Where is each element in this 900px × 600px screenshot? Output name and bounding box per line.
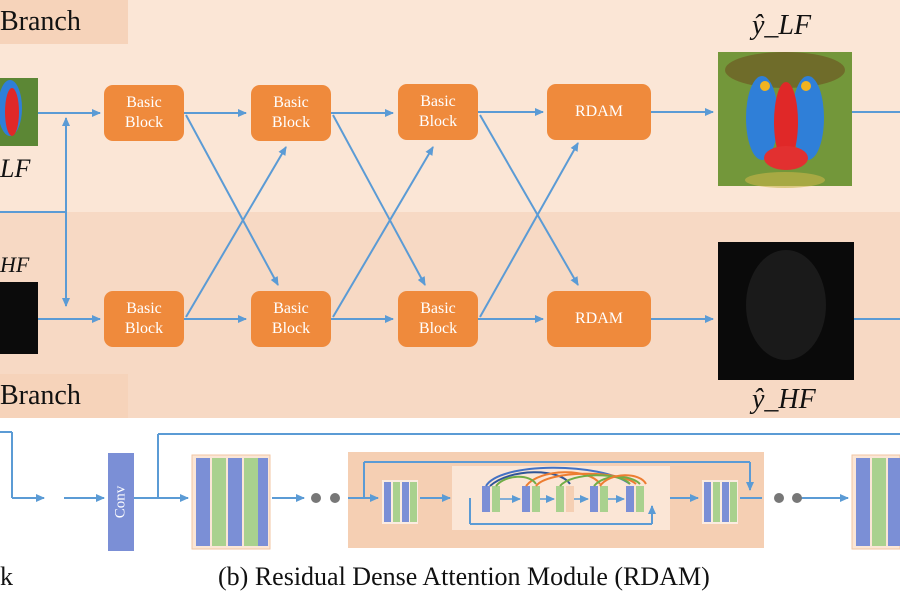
- hf-basic-block-2: Basic Block: [251, 291, 331, 347]
- caption-b: (b) Residual Dense Attention Module (RDA…: [218, 562, 710, 591]
- hf-basic-block-1: Basic Block: [104, 291, 184, 347]
- rdam-module-diagram: [0, 431, 900, 550]
- top-branch-label: Branch: [0, 0, 128, 44]
- hf-basic-block-3: Basic Block: [398, 291, 478, 347]
- lf-output-label: ŷ_LF: [752, 10, 812, 41]
- bottom-branch-label: Branch: [0, 374, 128, 418]
- hf-output-image: [718, 242, 854, 380]
- lf-basic-block-1: Basic Block: [104, 85, 184, 141]
- lf-output-image: [718, 52, 852, 188]
- lf-input-label: LF: [0, 154, 31, 183]
- lf-basic-block-3: Basic Block: [398, 84, 478, 140]
- input-routing-arrows: [0, 109, 101, 323]
- lf-basic-block-2: Basic Block: [251, 85, 331, 141]
- hf-output-label: ŷ_HF: [752, 384, 816, 415]
- caption-a-fragment: k: [0, 562, 13, 591]
- hf-input-image: [0, 282, 38, 354]
- lf-input-image: [0, 78, 38, 146]
- cross-branch-arrows: [185, 114, 579, 318]
- lf-rdam-block: RDAM: [547, 84, 651, 140]
- conv-label: Conv: [112, 485, 129, 519]
- hf-input-label: HF: [0, 252, 30, 277]
- hf-rdam-block: RDAM: [547, 291, 651, 347]
- lf-row-arrows: [184, 108, 900, 117]
- conv-layer: Conv: [108, 453, 134, 551]
